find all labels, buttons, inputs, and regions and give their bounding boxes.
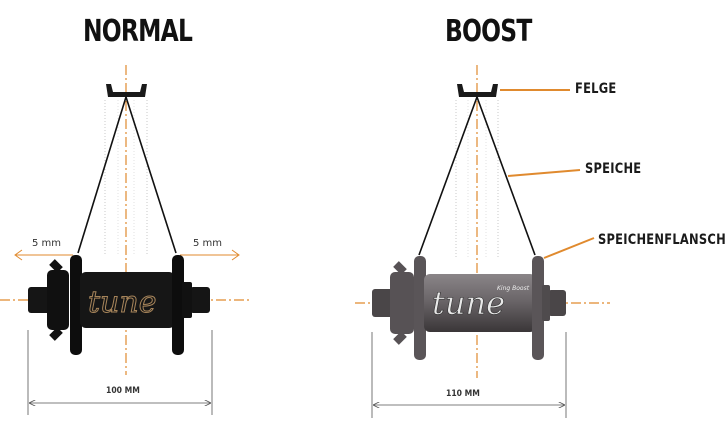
normal-title: NORMAL bbox=[83, 14, 193, 49]
boost-flange-right bbox=[532, 256, 544, 360]
boost-flange-left bbox=[414, 256, 426, 360]
boost-title: BOOST bbox=[445, 14, 532, 49]
normal-flange-right bbox=[172, 255, 184, 355]
rim-label: FELGE bbox=[575, 81, 617, 97]
normal-hub-body bbox=[80, 272, 175, 328]
normal-offset-left-label: 5 mm bbox=[32, 238, 62, 249]
flange-label: SPEICHENFLANSCH bbox=[598, 232, 726, 248]
normal-axle-right bbox=[190, 287, 210, 313]
normal-axle-left bbox=[28, 287, 50, 313]
boost-axle-right bbox=[548, 290, 566, 316]
spoke-label: SPEICHE bbox=[585, 161, 642, 177]
normal-rotor-mount bbox=[47, 270, 69, 330]
boost-spoke-left bbox=[418, 96, 478, 256]
boost-hub-group: tune King Boost bbox=[355, 65, 610, 378]
normal-hub-group: tune bbox=[0, 65, 250, 375]
normal-flange-left bbox=[70, 255, 82, 355]
normal-width-label: 100 MM bbox=[106, 386, 140, 396]
normal-spoke-right bbox=[125, 96, 177, 254]
normal-spoke-left bbox=[77, 96, 127, 254]
boost-width-label: 110 MM bbox=[446, 389, 480, 399]
boost-rotor-mount bbox=[390, 272, 414, 334]
boost-brand-logo: tune bbox=[432, 284, 505, 322]
normal-brand-logo: tune bbox=[88, 285, 156, 320]
boost-rim bbox=[457, 84, 498, 97]
boost-spoke-right bbox=[476, 96, 536, 256]
boost-hub-body bbox=[424, 274, 536, 332]
normal-offset-right-label: 5 mm bbox=[193, 238, 223, 249]
boost-dimension bbox=[371, 332, 567, 418]
boost-model-label: King Boost bbox=[497, 285, 530, 292]
normal-dimension bbox=[27, 330, 213, 415]
flange-leader-line bbox=[543, 237, 595, 259]
spoke-leader-line bbox=[507, 169, 581, 177]
boost-axle-left bbox=[372, 289, 394, 317]
normal-rim bbox=[106, 84, 147, 97]
